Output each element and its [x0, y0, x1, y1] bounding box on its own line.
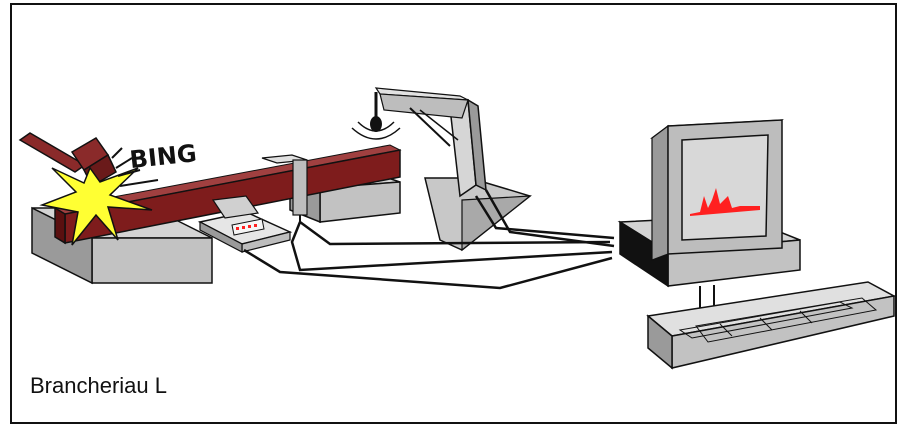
impact-burst	[39, 166, 153, 246]
microphone-icon	[351, 92, 401, 140]
impact-lines	[111, 147, 159, 187]
credit-label: Brancheriau L	[30, 373, 167, 398]
computer-icon	[650, 119, 784, 261]
spectrum-plot	[690, 188, 760, 216]
microphone-stand	[374, 87, 532, 252]
bing-sound-label: BING	[128, 139, 198, 174]
keyboard-icon	[646, 281, 897, 370]
analyzer-device-icon	[197, 195, 293, 253]
wooden-beam	[53, 144, 402, 245]
beam-clamp-sensor	[261, 154, 308, 222]
signal-cables	[243, 189, 615, 290]
